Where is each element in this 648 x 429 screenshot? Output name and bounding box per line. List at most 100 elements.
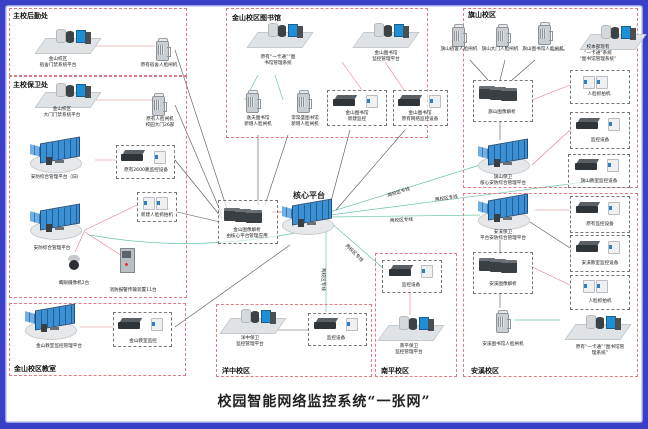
face-gate-icon bbox=[297, 90, 312, 113]
core-platform-icon bbox=[282, 198, 334, 235]
anxi-platform-label: 安溪保卫 平台安防综合管理平台 bbox=[480, 230, 526, 241]
yangzhong-devices-label: 监控设备 bbox=[326, 336, 346, 341]
server-platform-icon bbox=[377, 313, 445, 341]
camera-icon bbox=[151, 318, 163, 331]
server-platform-icon bbox=[352, 20, 420, 48]
anxi-decoder-label: 安溪图像解析 bbox=[489, 282, 517, 287]
private-line-label: 两校区专线 bbox=[389, 217, 414, 224]
houqin-gate-label: 原有宿舍人脸闸机 bbox=[140, 63, 178, 68]
fire-alarm-device-icon bbox=[120, 248, 135, 273]
camera-icon bbox=[156, 197, 168, 210]
zone-baowei: 主校保卫处 bbox=[9, 76, 187, 298]
qishan-capture-label: 人脸抓拍机 bbox=[587, 92, 611, 97]
qishan-system-label: 校本部现有 “一卡通”系统 “图书馆管理系统” bbox=[579, 45, 617, 62]
platform-new-label: 安防综合管理平台 bbox=[33, 246, 71, 251]
nanping-devices-label: 监控设备 bbox=[401, 283, 421, 288]
camera-icon bbox=[596, 280, 608, 293]
qishan-classroom-label: 旗山教室监控设备 bbox=[580, 179, 618, 184]
library-gate1-label: 逸夫图书馆 新增人脸闸机 bbox=[244, 116, 272, 127]
anxi-old-devices-label: 原有监控设备 bbox=[586, 222, 614, 227]
zone-qishan: 旗山校区 bbox=[463, 8, 638, 188]
zone-title: 洋中校区 bbox=[222, 367, 250, 375]
decoder-icon bbox=[224, 208, 262, 223]
yangzhong-platform-label: 洋中保卫 监控管理平台 bbox=[236, 336, 264, 347]
private-line-label: 两校区专线 bbox=[320, 268, 325, 291]
face-gate-icon bbox=[496, 24, 511, 47]
nvr-icon bbox=[576, 202, 601, 213]
nvr-icon bbox=[576, 118, 601, 129]
camera-icon bbox=[607, 159, 619, 172]
library-platform-label: 金山图书馆 监控管理平台 bbox=[372, 51, 400, 62]
zone-title: 旗山校区 bbox=[468, 11, 496, 19]
library-gate2-label: 李常盛图书馆 新增人脸闸机 bbox=[291, 116, 319, 127]
server-platform-icon bbox=[579, 22, 647, 50]
camera-icon bbox=[429, 95, 441, 108]
zone-houqin: 主校后勤处 bbox=[9, 8, 187, 76]
houqin-platform-label: 金山校区 宿舍门禁系统平台 bbox=[39, 57, 77, 68]
video-wall-platform-icon bbox=[30, 203, 82, 240]
decoder-icon bbox=[479, 258, 517, 273]
diagram-title: 校园智能网络监控系统“一张网” bbox=[217, 394, 431, 410]
server-platform-icon bbox=[34, 26, 102, 54]
nvr-icon bbox=[398, 95, 423, 106]
nvr-icon bbox=[575, 159, 600, 170]
camera-icon bbox=[583, 280, 595, 293]
zone-jiaoshi: 金山校区教室 bbox=[9, 303, 186, 376]
nvr-icon bbox=[314, 318, 339, 329]
old-devices-label: 原有2600路监控设备 bbox=[124, 168, 168, 173]
server-platform-icon bbox=[219, 306, 287, 334]
video-wall-platform-icon bbox=[478, 193, 530, 230]
camera-icon bbox=[366, 95, 378, 108]
camera-icon bbox=[608, 118, 620, 131]
anxi-gate-label: 安溪图书馆人脸闸机 bbox=[482, 342, 524, 347]
anxi-system-label: 原有“一卡通”“图书馆管 理系统” bbox=[575, 345, 625, 356]
qishan-gate1-label: 旗山宿舍人脸闸机 bbox=[440, 47, 478, 52]
camera-icon bbox=[143, 197, 155, 210]
anxi-classroom-label: 安溪教室监控设备 bbox=[581, 261, 619, 266]
zone-title: 主校后勤处 bbox=[13, 12, 48, 20]
nvr-icon bbox=[389, 265, 414, 276]
zone-title: 南平校区 bbox=[381, 367, 409, 375]
video-wall-platform-icon bbox=[478, 138, 530, 175]
library-new-label: 金山图书馆 新建监控 bbox=[345, 111, 369, 122]
server-platform-icon bbox=[246, 20, 314, 48]
core-decoder-label: 金山图像解析 由核心平台管理应用 bbox=[226, 228, 268, 239]
video-wall-platform-icon bbox=[25, 303, 77, 340]
qishan-devices-label: 监控设备 bbox=[590, 138, 610, 143]
new-capture-label: 新建人脸抓拍机 bbox=[140, 213, 174, 218]
camera-icon bbox=[421, 265, 433, 278]
anxi-capture-label: 人脸抓拍机 bbox=[588, 299, 612, 304]
library-old-label: 金山图书馆 原有网络监控设备 bbox=[401, 111, 439, 122]
camera-icon bbox=[608, 202, 620, 215]
server-platform-icon bbox=[564, 312, 632, 340]
qishan-gate2-label: 旗山大门人脸闸机 bbox=[481, 47, 519, 52]
baowei-platform-label: 金山校区 大门门禁系统平台 bbox=[43, 107, 81, 118]
camera-icon bbox=[596, 76, 608, 89]
dome-camera-icon bbox=[67, 255, 81, 273]
video-wall-platform-icon bbox=[30, 136, 82, 173]
old-platform-label: 安防综合管理平台（旧） bbox=[30, 175, 82, 180]
nvr-icon bbox=[121, 150, 146, 161]
zone-nanping: 南平校区 bbox=[375, 253, 457, 377]
face-gate-icon bbox=[246, 90, 261, 113]
camera-icon bbox=[583, 76, 595, 89]
alarm-label: 消防报警传输装置11台 bbox=[109, 288, 157, 293]
camera-icon bbox=[608, 241, 620, 254]
core-platform-title: 核心平台 bbox=[293, 191, 325, 200]
zone-title: 安溪校区 bbox=[471, 367, 499, 375]
jiaoshi-platform-label: 金山教室监控管理平台 bbox=[36, 344, 82, 349]
face-gate-icon bbox=[496, 310, 511, 333]
face-gate-icon bbox=[538, 22, 553, 45]
server-platform-icon bbox=[34, 80, 102, 108]
nvr-icon bbox=[118, 318, 143, 329]
zone-title: 金山校区图书馆 bbox=[232, 14, 281, 22]
zone-title: 主校保卫处 bbox=[13, 81, 48, 89]
qishan-decoder-label: 旗山图像解析 bbox=[488, 110, 516, 115]
decoder-icon bbox=[479, 86, 517, 101]
zone-yangzhong: 洋中校区 bbox=[216, 304, 372, 377]
jiaoshi-devices-label: 金山教室监控 bbox=[129, 339, 157, 344]
face-gate-icon bbox=[152, 93, 167, 116]
zone-anxi: 安溪校区 bbox=[463, 193, 638, 377]
face-gate-icon bbox=[156, 38, 171, 61]
qishan-gate3-label: 旗山图书馆人脸闸机 bbox=[522, 47, 564, 52]
